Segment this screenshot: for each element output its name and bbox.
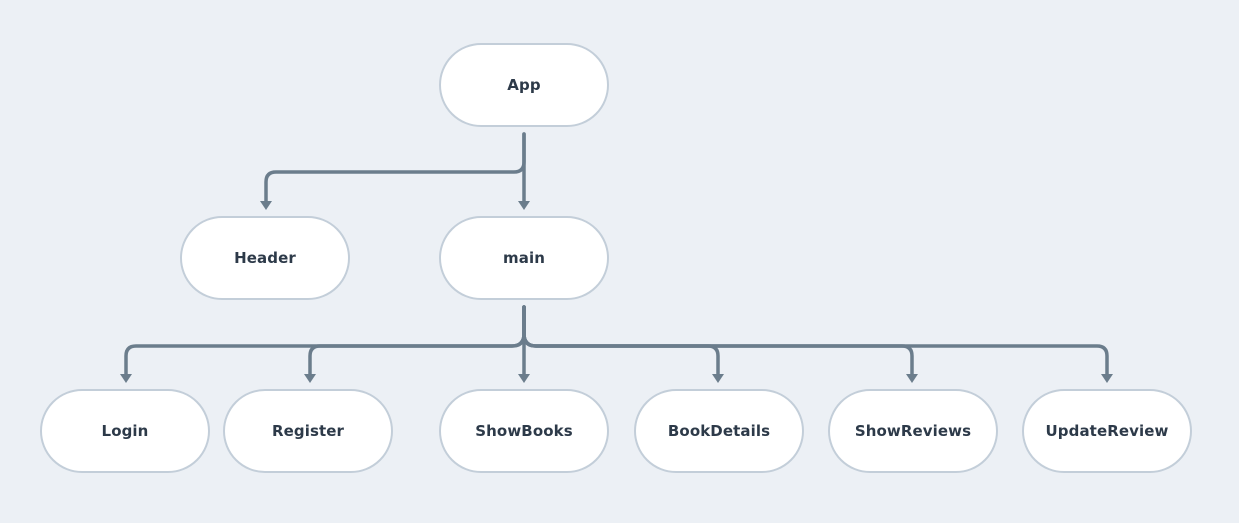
node-login[interactable]: Login — [40, 389, 210, 473]
edge-main-register — [308, 305, 526, 376]
node-bookdetails-label: BookDetails — [667, 422, 771, 440]
node-showreviews[interactable]: ShowReviews — [828, 389, 998, 473]
node-main-label: main — [503, 249, 545, 267]
arrowhead-showreviews — [906, 374, 918, 383]
arrowhead-bookdetails — [712, 374, 724, 383]
node-app[interactable]: App — [439, 43, 609, 127]
arrowhead-register — [304, 374, 316, 383]
arrowhead-login — [120, 374, 132, 383]
node-header[interactable]: Header — [180, 216, 350, 300]
arrowhead-main — [518, 201, 530, 210]
arrowhead-header — [260, 201, 272, 210]
edge-main-updatereview — [522, 305, 1109, 376]
arrowhead-showbooks — [518, 374, 530, 383]
arrowhead-updatereview — [1101, 374, 1113, 383]
node-showbooks[interactable]: ShowBooks — [439, 389, 609, 473]
edge-main-bookdetails — [522, 305, 720, 376]
node-app-label: App — [507, 76, 541, 94]
node-main[interactable]: main — [439, 216, 609, 300]
node-bookdetails[interactable]: BookDetails — [634, 389, 804, 473]
node-register-label: Register — [271, 422, 345, 440]
node-login-label: Login — [101, 422, 149, 440]
node-register[interactable]: Register — [223, 389, 393, 473]
node-updatereview-label: UpdateReview — [1045, 422, 1169, 440]
edge-app-header — [264, 132, 526, 203]
node-updatereview[interactable]: UpdateReview — [1022, 389, 1192, 473]
node-header-label: Header — [234, 249, 296, 267]
edge-main-login — [124, 305, 526, 376]
node-showreviews-label: ShowReviews — [854, 422, 972, 440]
node-showbooks-label: ShowBooks — [475, 422, 573, 440]
